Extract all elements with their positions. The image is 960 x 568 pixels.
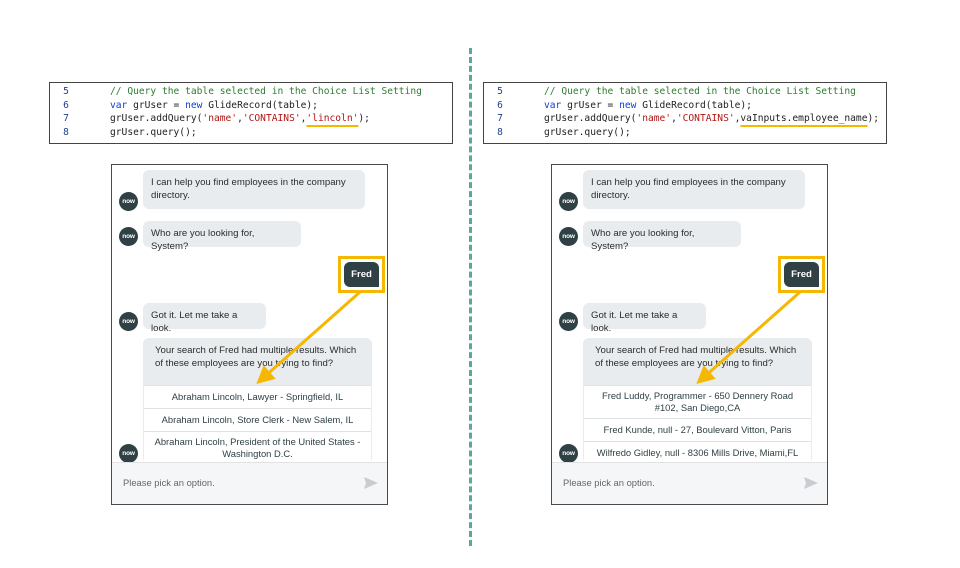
code-line: 8 grUser.query(); bbox=[50, 126, 452, 140]
code-keyword: var bbox=[544, 99, 562, 111]
code-string: 'name' bbox=[636, 113, 672, 125]
option-picker: Your search of Fred had multiple results… bbox=[583, 338, 812, 462]
option-item[interactable]: Fred Kunde, null - 27, Boulevard Vitton,… bbox=[584, 418, 811, 441]
option-item[interactable]: Fred Luddy, Programmer - 650 Dennery Roa… bbox=[584, 385, 811, 418]
code-text: grUser = bbox=[127, 99, 186, 111]
code-line: 6 var grUser = new GlideRecord(table); bbox=[484, 99, 886, 113]
code-keyword: new bbox=[619, 99, 637, 111]
code-text: grUser.query(); bbox=[110, 126, 197, 138]
bot-message: Who are you looking for, System? bbox=[143, 221, 301, 252]
code-comment: // Query the table selected in the Choic… bbox=[544, 86, 856, 97]
user-message: Fred bbox=[344, 262, 379, 287]
send-icon[interactable] bbox=[363, 476, 379, 490]
bot-message: I can help you find employees in the com… bbox=[583, 170, 805, 209]
code-line: 5 // Query the table selected in the Cho… bbox=[484, 85, 886, 99]
user-message-highlight: Fred bbox=[338, 256, 385, 293]
code-text: , bbox=[671, 113, 677, 125]
line-number: 5 bbox=[63, 86, 69, 97]
option-prompt: Your search of Fred had multiple results… bbox=[155, 345, 357, 369]
chat-input-bar: Please pick an option. bbox=[552, 462, 827, 504]
now-avatar-icon: now bbox=[119, 312, 138, 331]
code-text: grUser.addQuery( bbox=[110, 113, 203, 125]
line-number: 6 bbox=[63, 99, 69, 111]
code-text: , bbox=[300, 113, 307, 125]
line-number: 7 bbox=[63, 113, 69, 125]
line-number: 8 bbox=[63, 126, 69, 138]
line-number: 5 bbox=[497, 86, 503, 97]
code-line: 5 // Query the table selected in the Cho… bbox=[50, 85, 452, 99]
code-keyword: new bbox=[185, 99, 203, 111]
chat-input-bar: Please pick an option. bbox=[112, 462, 387, 504]
line-number: 7 bbox=[497, 113, 503, 125]
code-text: grUser = bbox=[561, 99, 620, 111]
code-line: 6 var grUser = new GlideRecord(table); bbox=[50, 99, 452, 113]
code-comment: // Query the table selected in the Choic… bbox=[110, 86, 422, 97]
now-avatar-icon: now bbox=[559, 192, 578, 211]
code-line: 7 grUser.addQuery('name','CONTAINS',vaIn… bbox=[484, 112, 886, 126]
highlighted-query-argument: vaInputs.employee_name bbox=[740, 113, 868, 125]
chat-input[interactable]: Please pick an option. bbox=[123, 477, 215, 488]
now-avatar-icon: now bbox=[559, 444, 578, 462]
code-keyword: var bbox=[110, 99, 128, 111]
now-avatar-icon: now bbox=[119, 444, 138, 462]
line-number: 8 bbox=[497, 126, 503, 138]
code-text: GlideRecord(table); bbox=[636, 99, 752, 111]
send-icon[interactable] bbox=[803, 476, 819, 490]
code-string: 'CONTAINS' bbox=[676, 113, 735, 125]
code-text: GlideRecord(table); bbox=[202, 99, 318, 111]
chat-panel-left: now I can help you find employees in the… bbox=[111, 164, 388, 505]
code-text: grUser.query(); bbox=[544, 126, 631, 138]
code-text: , bbox=[237, 113, 243, 125]
code-text: , bbox=[734, 113, 741, 125]
option-item[interactable]: Abraham Lincoln, Store Clerk - New Salem… bbox=[144, 408, 371, 431]
highlighted-query-argument: 'lincoln' bbox=[306, 113, 359, 125]
chat-panel-right: now I can help you find employees in the… bbox=[551, 164, 828, 505]
bot-message: Who are you looking for, System? bbox=[583, 221, 741, 252]
option-item[interactable]: Wilfredo Gidley, null - 8306 Mills Drive… bbox=[584, 441, 811, 462]
code-text: grUser.addQuery( bbox=[544, 113, 637, 125]
option-prompt: Your search of Fred had multiple results… bbox=[595, 345, 797, 369]
code-line: 7 grUser.addQuery('name','CONTAINS','lin… bbox=[50, 112, 452, 126]
chat-transcript[interactable]: now I can help you find employees in the… bbox=[552, 165, 827, 462]
now-avatar-icon: now bbox=[559, 227, 578, 246]
option-item[interactable]: Abraham Lincoln, Lawyer - Springfield, I… bbox=[144, 385, 371, 408]
bot-message: Got it. Let me take a look. bbox=[583, 303, 706, 334]
option-item[interactable]: Abraham Lincoln, President of the United… bbox=[144, 431, 371, 462]
code-string: 'CONTAINS' bbox=[242, 113, 301, 125]
user-message: Fred bbox=[784, 262, 819, 287]
bot-message: Got it. Let me take a look. bbox=[143, 303, 266, 334]
code-text: ); bbox=[867, 113, 880, 125]
now-avatar-icon: now bbox=[559, 312, 578, 331]
code-snippet-right: 5 // Query the table selected in the Cho… bbox=[483, 82, 887, 144]
option-picker: Your search of Fred had multiple results… bbox=[143, 338, 372, 462]
now-avatar-icon: now bbox=[119, 227, 138, 246]
code-string: 'name' bbox=[202, 113, 238, 125]
now-avatar-icon: now bbox=[119, 192, 138, 211]
chat-input[interactable]: Please pick an option. bbox=[563, 477, 655, 488]
line-number: 6 bbox=[497, 99, 503, 111]
bot-message: I can help you find employees in the com… bbox=[143, 170, 365, 209]
code-line: 8 grUser.query(); bbox=[484, 126, 886, 140]
user-message-highlight: Fred bbox=[778, 256, 825, 293]
panel-divider bbox=[469, 48, 472, 546]
code-text: ); bbox=[358, 113, 370, 125]
code-snippet-left: 5 // Query the table selected in the Cho… bbox=[49, 82, 453, 144]
chat-transcript[interactable]: now I can help you find employees in the… bbox=[112, 165, 387, 462]
